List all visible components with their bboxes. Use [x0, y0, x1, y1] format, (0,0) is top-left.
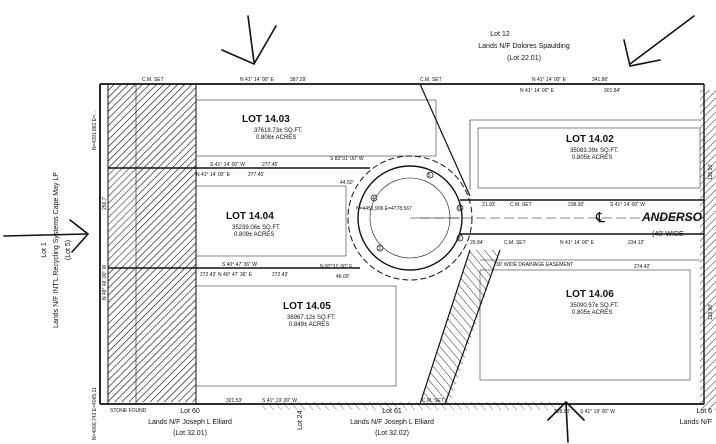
drainage-easement-label: 30' WIDE DRAINAGE EASEMENT	[496, 262, 573, 268]
adjacent-labels: Lot 12 Lands N/F Dolores Spaulding (Lot …	[41, 31, 712, 437]
bearing-1403-1404: S 41° 14' 00" W	[210, 162, 245, 168]
hatch-left-strip	[108, 84, 196, 402]
bearing-1404-1405b: N 40° 47' 36" E	[218, 272, 253, 278]
bottom-left-dist: 321.53'	[226, 398, 242, 404]
bearing-top-inner-dist: 301.84'	[604, 88, 620, 94]
right-dist-bottom: 129.90'	[708, 304, 714, 320]
adj-bottom-left-lot: Lot 60	[180, 408, 200, 415]
arrow-top-right	[623, 15, 695, 67]
bearing-circle-top: S 82°31' 00" W	[330, 156, 364, 162]
adj-bottom-mid-ref: (Lot 32.02)	[375, 430, 409, 437]
road-bottom-bearing: N 41° 14' 00" E	[560, 240, 595, 246]
lot-1404-name: LOT 14.04	[226, 211, 274, 222]
dist-274: 274.42'	[634, 264, 650, 270]
left-dist: 256.7'	[102, 196, 108, 210]
lot-1402-name: LOT 14.02	[566, 134, 614, 145]
arrow-bottom	[547, 400, 585, 443]
adj-left-lot: Lot 1	[41, 242, 48, 258]
road-name: ANDERSO	[641, 210, 703, 224]
circle-coordinate-label: N=4451,906 E=4778.567	[356, 206, 412, 212]
adj-bottom-left-owner: Lands N/F Joseph L Elliard	[148, 419, 232, 426]
bearing-top-left-dist: 387.29'	[290, 77, 306, 83]
lot-1403-acres: 0.808± ACRES	[256, 135, 296, 141]
lot-1405-acres: 0.849± ACRES	[289, 322, 329, 328]
lot-1405-name: LOT 14.05	[283, 301, 331, 312]
label-cm-set-road-top: C.M. SET	[510, 202, 532, 208]
curve-label-6: 6	[458, 206, 461, 212]
adj-bottom-right-lot: Lot 6	[696, 408, 712, 415]
bearing-top-inner: N 41° 14' 00" E	[520, 88, 555, 94]
bearing-1403-1404-dist-b: 277.45'	[248, 172, 264, 178]
label-stone-found: STONE FOUND	[110, 408, 147, 414]
adj-top-lot: Lot 12	[490, 31, 510, 38]
label-cm-set-top-mid: C.M. SET	[420, 77, 442, 83]
adj-top-owner: Lands N/F Dolores Spaulding	[478, 43, 570, 50]
coords-left-bottom: N=4066,743 E=4065,11	[92, 387, 98, 440]
curve-label-2: 2	[458, 236, 461, 242]
dist-29: 29.84'	[470, 240, 484, 246]
lot-1406-acres: 0.805± ACRES	[572, 310, 612, 316]
bearing-left-north: N 48° 46' 00" W	[102, 264, 108, 300]
bearing-1404-1405: S 40° 47' 36" W	[222, 262, 257, 268]
right-dist-top: 139.90'	[708, 164, 714, 180]
curve-label-3: 3	[378, 246, 381, 252]
adj-bottom-right-owner: Lands N/F	[680, 419, 712, 426]
dist-21: 21.93'	[482, 202, 496, 208]
drainage-easement-hatch	[420, 250, 500, 402]
bearing-circle-bottom: N 82°31' 00" E	[320, 264, 353, 270]
lot-1402-acres: 0.805± ACRES	[572, 155, 612, 161]
bearing-top-main: N 41° 14' 00" E	[240, 77, 275, 83]
lot-1406-name: LOT 14.06	[566, 289, 614, 300]
adj-bottom-mid-lot: Lot 61	[382, 408, 402, 415]
road-bottom-dist: 234.12'	[628, 240, 644, 246]
adj-top-ref: (Lot 22.01)	[507, 55, 541, 62]
coords-left-top: N=4391,881 E=...	[92, 111, 98, 150]
road-labels: ℄ ANDERSO (40' WIDE	[595, 209, 703, 238]
adj-bottom-mid-owner: Lands N/F Joseph L Elliard	[350, 419, 434, 426]
boundary-lines	[99, 83, 705, 405]
bearing-1404-1405-dist: 272.43'	[200, 272, 216, 278]
hatched-strips	[108, 84, 716, 410]
lot-1404-area: 35239.06± SQ.FT.	[232, 225, 281, 231]
lot-1403-area: 37618.73± SQ.FT.	[254, 128, 303, 134]
adj-left-ref: (Lot 5)	[65, 240, 72, 260]
bearing-1403-1404b: N 41° 14' 00" E	[196, 172, 231, 178]
cul-de-sac: 5 6 2 4 3 N=4451,906 E=4778.567	[347, 155, 473, 281]
adj-left-owner: Lands N/F INT'L Recycling Systems Cape M…	[53, 172, 60, 328]
arrow-top-left	[221, 15, 277, 66]
lot-labels: LOT 14.03 37618.73± SQ.FT. 0.808± ACRES …	[226, 114, 619, 328]
lot-1405-area: 36967.12± SQ.FT.	[287, 315, 336, 321]
label-cm-set-road-bottom: C.M. SET	[504, 240, 526, 246]
bearing-bottom-main: S 41° 19' 00" W	[262, 398, 297, 404]
label-cm-set-bottom: C.M. SET	[422, 398, 444, 404]
road-top-bearing: S 41° 14' 00" W	[610, 202, 645, 208]
arrow-left	[3, 219, 90, 253]
bearing-top-right: N 41° 14' 00" E	[532, 77, 567, 83]
lot-1404-acres: 0.809± ACRES	[234, 232, 274, 238]
bearing-1403-1404-dist: 277.45'	[262, 162, 278, 168]
label-cm-set-top-left: C.M. SET	[142, 77, 164, 83]
dist-44: 44.50'	[340, 180, 354, 186]
lot-1403-name: LOT 14.03	[242, 114, 290, 125]
curve-label-4: 4	[372, 196, 375, 202]
bearing-labels: N 41° 14' 00" E 387.29' N 41° 14' 00" E …	[92, 77, 714, 440]
lot-1402-area: 35083.39± SQ.FT.	[570, 148, 619, 154]
centerline-symbol: ℄	[595, 209, 605, 225]
bearing-1404-1405-dist-b: 272.43'	[272, 272, 288, 278]
adj-lot24: Lot 24	[297, 410, 304, 430]
bearing-bottom-right: S 41° 19' 00" W	[580, 409, 615, 415]
dist-46: 46.00'	[336, 274, 350, 280]
curve-label-5: 5	[428, 173, 431, 179]
bottom-dist: 328.00'	[554, 409, 570, 415]
handwritten-arrows	[3, 15, 695, 443]
road-width: (40' WIDE	[652, 231, 684, 238]
lot-1406-area: 35090.57± SQ.FT.	[570, 303, 619, 309]
adj-bottom-left-ref: (Lot 32.01)	[173, 430, 207, 437]
bearing-top-right-dist: 341.86'	[592, 77, 608, 83]
road-top-dist: 238.30'	[568, 202, 584, 208]
